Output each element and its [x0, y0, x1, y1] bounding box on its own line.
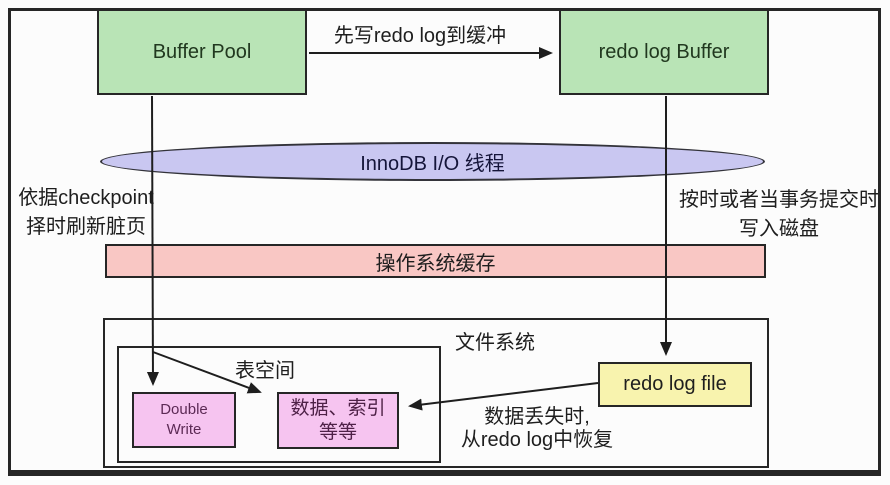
- innodb-io-thread-ellipse: InnoDB I/O 线程: [100, 142, 765, 181]
- buffer-pool-label: Buffer Pool: [152, 40, 252, 63]
- innodb-io-thread-label: InnoDB I/O 线程: [360, 153, 505, 175]
- redo-log-buffer-box: redo log Buffer: [559, 9, 769, 95]
- file-system-label: 文件系统: [455, 332, 535, 354]
- write-disk-annotation-line2: 写入磁盘: [739, 218, 819, 240]
- buffer-pool-box: Buffer Pool: [97, 9, 307, 95]
- write-disk-annotation: 按时或者当事务提交时 写入磁盘: [678, 186, 880, 244]
- recover-annotation-line1: 数据丢失时,: [484, 406, 590, 428]
- tablespace-label: 表空间: [235, 360, 295, 382]
- checkpoint-annotation: 依据checkpoint 择时刷新脏页: [10, 184, 162, 242]
- double-write-label-line1: Double: [160, 401, 208, 418]
- double-write-box: Double Write: [132, 392, 236, 448]
- os-cache-label: 操作系统缓存: [375, 252, 496, 275]
- os-cache-bar: 操作系统缓存: [105, 244, 766, 278]
- write-disk-annotation-line1: 按时或者当事务提交时: [679, 189, 879, 211]
- redo-log-file-box: redo log file: [598, 362, 752, 407]
- checkpoint-annotation-line2: 择时刷新脏页: [26, 216, 146, 238]
- outer-frame: [8, 8, 881, 476]
- data-index-label-line1: 数据、索引: [290, 397, 386, 419]
- redo-log-buffer-label: redo log Buffer: [598, 40, 730, 63]
- write-redo-annotation: 先写redo log到缓冲: [305, 22, 535, 51]
- recover-annotation-line2: 从redo log中恢复: [460, 429, 614, 451]
- data-index-box: 数据、索引 等等: [277, 392, 399, 449]
- redo-log-file-label: redo log file: [623, 373, 727, 395]
- double-write-label-line2: Write: [166, 421, 202, 438]
- recover-annotation: 数据丢失时, 从redo log中恢复: [447, 406, 627, 452]
- data-index-label-line2: 等等: [318, 421, 357, 443]
- write-redo-annotation-text: 先写redo log到缓冲: [333, 25, 507, 47]
- checkpoint-annotation-line1: 依据checkpoint: [18, 187, 154, 209]
